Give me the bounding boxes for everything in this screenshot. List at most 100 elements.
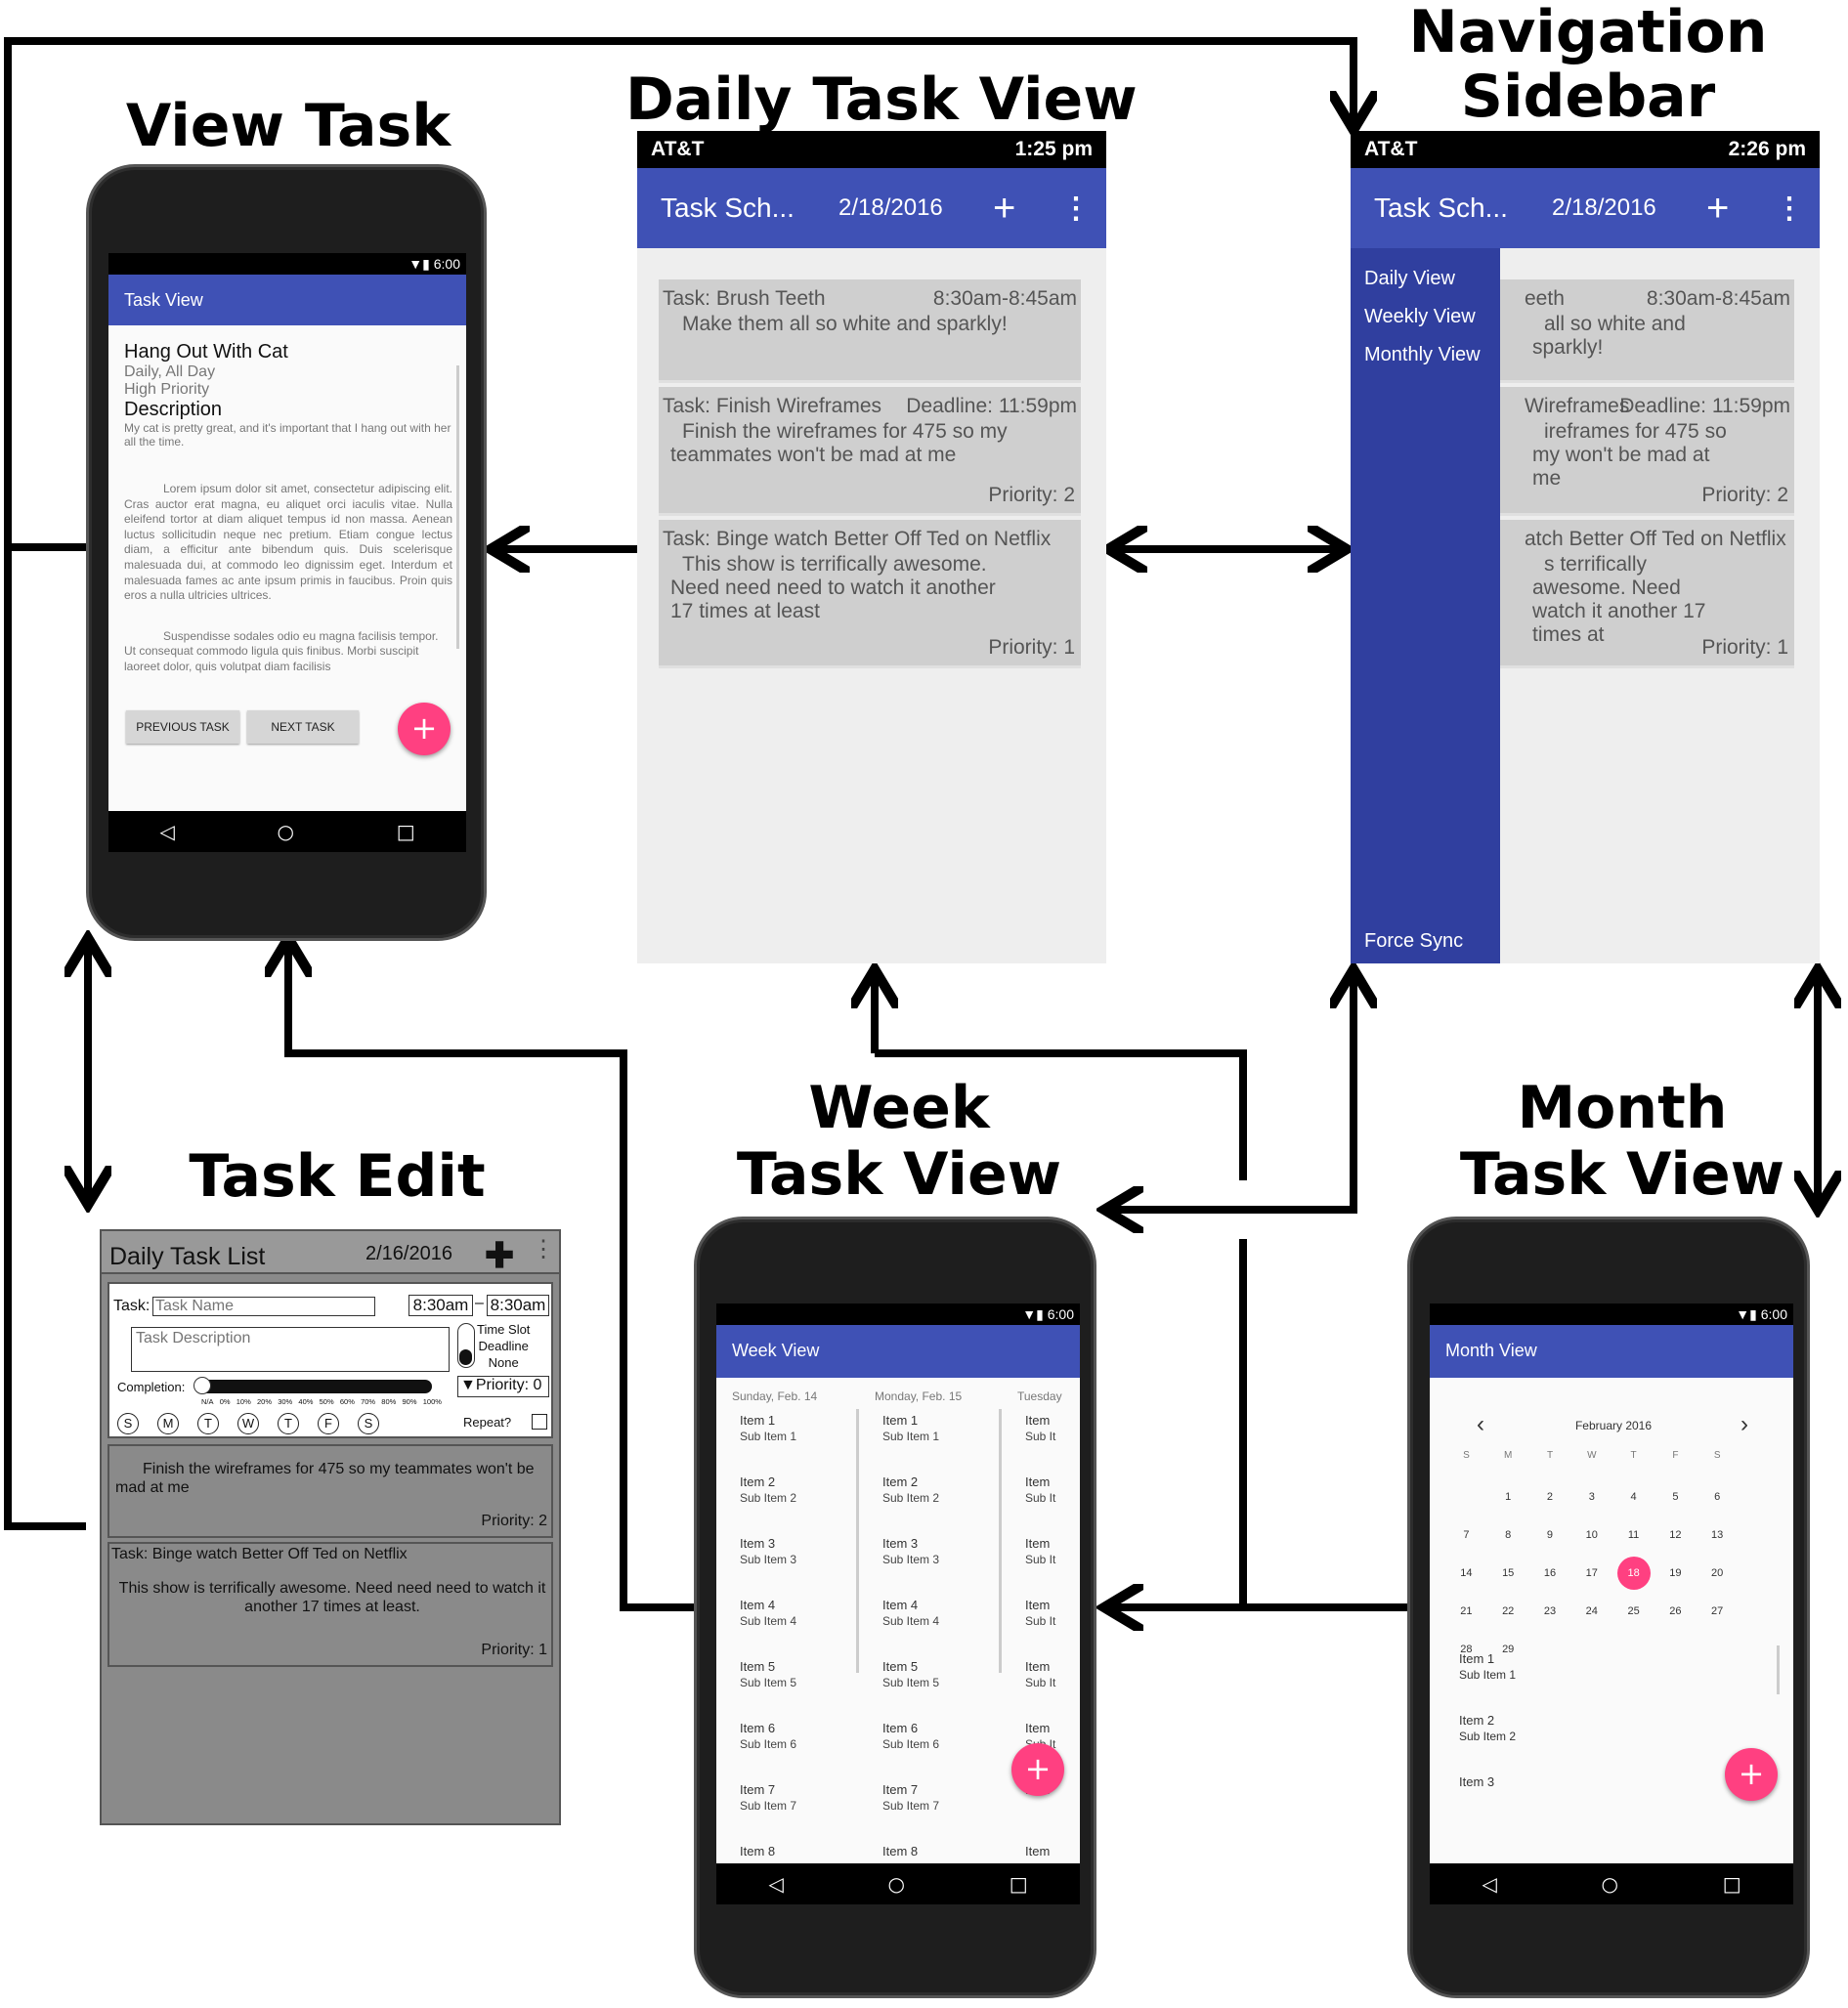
- completion-slider[interactable]: [193, 1377, 432, 1394]
- calendar-day[interactable]: 29: [1487, 1644, 1529, 1655]
- home-icon[interactable]: ○: [277, 820, 294, 843]
- overflow-menu-icon[interactable]: ⋮: [1775, 192, 1804, 225]
- next-month-icon[interactable]: ›: [1741, 1411, 1748, 1437]
- repeat-day-toggle[interactable]: S: [117, 1413, 139, 1434]
- calendar-day[interactable]: 15: [1487, 1567, 1529, 1579]
- option-none[interactable]: None: [488, 1355, 519, 1370]
- previous-month-icon[interactable]: ‹: [1477, 1411, 1484, 1437]
- add-icon[interactable]: +: [993, 186, 1016, 230]
- recent-apps-icon[interactable]: □: [1722, 1872, 1741, 1896]
- calendar-day[interactable]: 2: [1529, 1491, 1571, 1503]
- repeat-day-toggle[interactable]: M: [157, 1413, 179, 1434]
- list-item[interactable]: Item 8: [740, 1844, 775, 1859]
- column-scrollbar[interactable]: [856, 1409, 859, 1673]
- task-card[interactable]: Task: Binge watch Better Off Ted on Netf…: [659, 520, 1081, 668]
- edit-list-item[interactable]: Task: Binge watch Better Off Ted on Netf…: [107, 1542, 553, 1667]
- list-item[interactable]: Item: [1025, 1844, 1050, 1859]
- calendar-day[interactable]: 27: [1697, 1605, 1739, 1617]
- force-sync-item[interactable]: Force Sync: [1364, 930, 1464, 952]
- drawer-item-monthly[interactable]: Monthly View: [1364, 344, 1481, 365]
- calendar-day[interactable]: 13: [1697, 1529, 1739, 1541]
- calendar-day[interactable]: 25: [1612, 1605, 1655, 1617]
- priority-dropdown[interactable]: ▼Priority: 0: [457, 1376, 549, 1397]
- date-label[interactable]: 2/18/2016: [838, 194, 943, 221]
- header-date[interactable]: 2/16/2016: [365, 1243, 452, 1264]
- scrollbar[interactable]: [1777, 1645, 1780, 1694]
- scrollbar[interactable]: [456, 365, 459, 649]
- calendar-day[interactable]: 16: [1529, 1567, 1571, 1579]
- option-deadline[interactable]: Deadline: [478, 1339, 529, 1353]
- calendar-day[interactable]: 7: [1445, 1529, 1487, 1541]
- end-time-field[interactable]: 8:30am: [487, 1295, 549, 1316]
- slider-thumb[interactable]: [193, 1377, 211, 1394]
- calendar-day[interactable]: 20: [1697, 1567, 1739, 1579]
- calendar-day[interactable]: 21: [1445, 1605, 1487, 1617]
- calendar-day[interactable]: 10: [1570, 1529, 1612, 1541]
- list-item[interactable]: Item 3: [1459, 1774, 1494, 1790]
- calendar-day[interactable]: 11: [1612, 1529, 1655, 1541]
- calendar-day[interactable]: 17: [1570, 1567, 1612, 1579]
- add-fab[interactable]: +: [1011, 1743, 1064, 1796]
- column-scrollbar[interactable]: [999, 1409, 1002, 1673]
- calendar-day[interactable]: 19: [1655, 1567, 1697, 1579]
- overflow-menu-icon[interactable]: ⋮: [1061, 192, 1091, 225]
- repeat-day-toggle[interactable]: T: [278, 1413, 299, 1434]
- repeat-day-toggle[interactable]: T: [197, 1413, 219, 1434]
- start-time-field[interactable]: 8:30am: [408, 1295, 473, 1316]
- calendar-day[interactable]: 6: [1697, 1491, 1739, 1503]
- deadline-type-toggle[interactable]: [457, 1323, 475, 1368]
- back-icon[interactable]: ◁: [1482, 1872, 1497, 1896]
- add-fab[interactable]: +: [1725, 1748, 1778, 1801]
- repeat-day-toggle[interactable]: S: [358, 1413, 379, 1434]
- calendar-day[interactable]: 23: [1529, 1605, 1571, 1617]
- option-time-slot[interactable]: Time Slot: [477, 1322, 531, 1337]
- calendar-day[interactable]: 26: [1655, 1605, 1697, 1617]
- calendar-day[interactable]: 3: [1570, 1491, 1612, 1503]
- calendar-day[interactable]: 9: [1529, 1529, 1571, 1541]
- back-icon[interactable]: ◁: [768, 1872, 784, 1896]
- calendar-day[interactable]: 8: [1487, 1529, 1529, 1541]
- next-task-button[interactable]: NEXT TASK: [247, 710, 359, 744]
- back-icon[interactable]: ◁: [159, 820, 175, 843]
- calendar-day[interactable]: 28: [1445, 1644, 1487, 1655]
- calendar-day[interactable]: 12: [1655, 1529, 1697, 1541]
- calendar-day[interactable]: 5: [1655, 1491, 1697, 1503]
- home-icon[interactable]: ○: [1601, 1872, 1618, 1896]
- list-item[interactable]: Item 8: [882, 1844, 918, 1859]
- task-description-input[interactable]: [131, 1327, 450, 1372]
- repeat-day-toggle[interactable]: F: [318, 1413, 339, 1434]
- repeat-day-toggle[interactable]: W: [237, 1413, 259, 1434]
- drawer-item-daily[interactable]: Daily View: [1364, 268, 1455, 289]
- add-icon[interactable]: ✚: [485, 1235, 515, 1275]
- drawer-item-weekly[interactable]: Weekly View: [1364, 306, 1476, 327]
- calendar-day[interactable]: 14: [1445, 1567, 1487, 1579]
- previous-task-button[interactable]: PREVIOUS TASK: [126, 710, 239, 744]
- calendar-day[interactable]: 24: [1570, 1605, 1612, 1617]
- add-icon[interactable]: +: [1706, 186, 1730, 230]
- calendar-day[interactable]: 22: [1487, 1605, 1529, 1617]
- home-icon[interactable]: ○: [887, 1872, 905, 1896]
- calendar-day[interactable]: 4: [1612, 1491, 1655, 1503]
